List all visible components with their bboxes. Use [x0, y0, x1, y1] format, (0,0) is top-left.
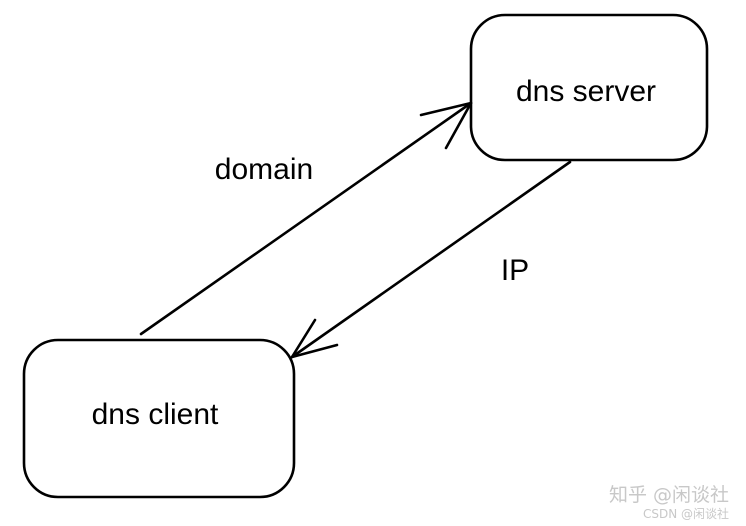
watermark-primary: 知乎 @闲谈社	[609, 484, 729, 506]
dns-client-label: dns client	[92, 398, 219, 431]
dns-client-box	[22, 338, 296, 499]
dns-server-node: dns server	[469, 13, 709, 162]
ip-label: IP	[501, 254, 529, 287]
dns-client-node: dns client	[22, 338, 296, 499]
response-arrow-line	[290, 160, 572, 359]
watermark-secondary: CSDN @闲谈社	[643, 506, 729, 521]
request-arrow-line	[139, 101, 473, 336]
dns-server-label: dns server	[516, 75, 656, 108]
response-arrowhead	[290, 318, 339, 359]
watermark: 知乎 @闲谈社 CSDN @闲谈社	[609, 484, 729, 521]
domain-label: domain	[215, 153, 313, 186]
response-arrow	[290, 160, 572, 359]
dns-server-box	[469, 13, 709, 162]
request-arrow	[139, 101, 473, 336]
request-arrowhead	[419, 101, 473, 150]
